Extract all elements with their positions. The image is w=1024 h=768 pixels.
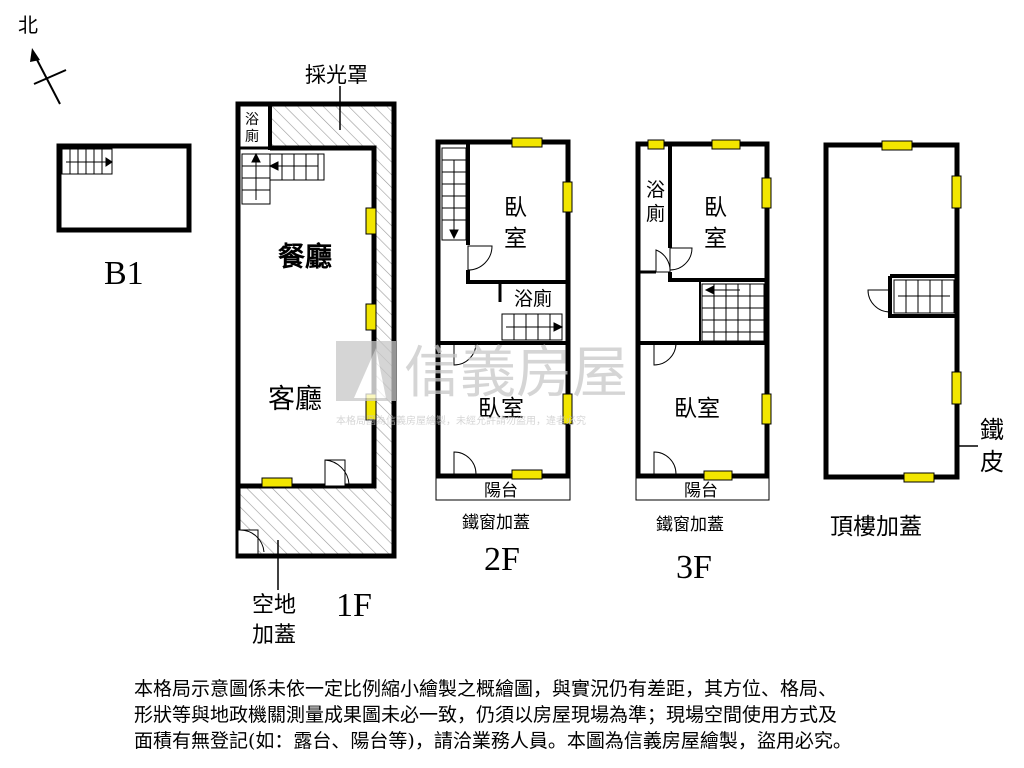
roof-window-2 <box>951 175 962 209</box>
2f-door-1 <box>467 245 493 271</box>
roof-window-4 <box>903 472 935 483</box>
roof-staircase <box>893 279 955 314</box>
2f-balcony-label: 陽台 <box>484 481 518 501</box>
roof-door <box>867 289 891 313</box>
brand-logo-icon <box>336 341 396 401</box>
b1-outer-wall <box>56 143 192 233</box>
2f-window-1 <box>511 137 543 148</box>
3f-window-3 <box>761 177 772 209</box>
1f-staircase <box>241 152 325 205</box>
2f-door-3 <box>453 451 477 475</box>
2f-staircase <box>441 147 564 341</box>
1f-skylight-label: 採光罩 <box>305 63 368 87</box>
3f-door-3 <box>653 342 677 366</box>
3f-window-1 <box>647 139 665 150</box>
roof-iron-label-top: 鐵 <box>980 416 1004 444</box>
roof-floor-label: 頂樓加蓋 <box>830 514 922 540</box>
3f-staircase <box>701 283 765 342</box>
1f-bath-label-bottom: 廁 <box>245 128 259 145</box>
2f-door-2 <box>453 342 477 366</box>
2f-balcony <box>435 475 571 501</box>
3f-window-note: 鐵窗加蓋 <box>656 515 724 535</box>
1f-door-1 <box>324 459 350 487</box>
north-arrowhead-icon <box>30 48 40 62</box>
watermark-note: 本格局圖為信義房屋繪製，未經允許請勿盜用，違者必究 <box>336 414 586 427</box>
north-compass: 北 <box>18 13 67 105</box>
1f-dining-label: 餐廳 <box>278 241 332 273</box>
3f-window-2 <box>711 139 741 150</box>
1f-hatched-extension <box>240 104 394 556</box>
3f-window-4 <box>761 393 772 425</box>
2f-bedroom2-label: 臥室 <box>478 396 524 422</box>
2f-window-note: 鐵窗加蓋 <box>462 513 530 533</box>
1f-bath-label-top: 浴 <box>245 112 259 128</box>
3f-bath-label-bottom: 廁 <box>646 202 665 225</box>
2f-bath-label: 浴廁 <box>514 287 552 310</box>
north-label: 北 <box>18 13 38 37</box>
floor-b1: B1 <box>56 143 192 292</box>
floor-3f: 浴 廁 臥 室 臥室 陽台 鐵窗加蓋 3F <box>635 139 772 586</box>
roof-iron-label-bottom: 皮 <box>980 448 1004 476</box>
1f-window-4 <box>261 477 293 488</box>
3f-bedroom2-label: 臥室 <box>674 396 720 422</box>
b1-staircase <box>61 148 113 175</box>
watermark: 信義房屋 本格局圖為信義房屋繪製，未經允許請勿盜用，違者必究 <box>336 341 628 427</box>
2f-window-3 <box>562 393 573 425</box>
1f-inner-wall <box>240 145 377 489</box>
floor-roof: 鐵 皮 頂樓加蓋 <box>823 140 1004 540</box>
disclaimer-line-2: 形狀等與地政機關測量成果圖未必一致，仍須以房屋現場為準；現場空間使用方式及 <box>134 704 838 726</box>
3f-bath-label-top: 浴 <box>646 179 665 201</box>
watermark-brand: 信義房屋 <box>404 341 628 406</box>
3f-balcony <box>635 475 770 501</box>
floor-1f: 採光罩 浴 廁 餐廳 客廳 空地 加蓋 1F <box>235 63 397 648</box>
roof-window-1 <box>881 140 913 151</box>
2f-window-2 <box>562 181 573 213</box>
3f-bedroom1-label-bottom: 室 <box>704 226 727 252</box>
disclaimer-line-3: 面積有無登記(如：露台、陽台等)，請洽業務人員。本圖為信義房屋繪製，盜用必究。 <box>134 730 852 752</box>
3f-window-5 <box>703 470 733 481</box>
1f-window-1 <box>365 207 377 235</box>
2f-floor-label: 2F <box>484 541 520 578</box>
1f-living-label: 客廳 <box>268 384 322 415</box>
1f-yard-label-1: 空地 <box>252 593 296 618</box>
3f-floor-label: 3F <box>676 549 712 586</box>
1f-yard-label-2: 加蓋 <box>252 623 296 648</box>
3f-door-2 <box>669 247 693 271</box>
2f-bedroom1-label-top: 臥 <box>504 195 527 221</box>
b1-floor-label: B1 <box>104 255 144 292</box>
1f-window-2 <box>365 303 377 331</box>
3f-bedroom1-label-top: 臥 <box>704 195 727 221</box>
3f-balcony-label: 陽台 <box>684 481 718 501</box>
1f-floor-label: 1F <box>336 587 372 624</box>
floor-2f: 臥 室 浴廁 臥室 陽台 鐵窗加蓋 2F <box>435 137 573 578</box>
roof-window-3 <box>951 371 962 405</box>
3f-door-4 <box>653 451 677 475</box>
2f-window-4 <box>511 469 543 480</box>
disclaimer-text: 本格局示意圖係未依一定比例縮小繪製之概繪圖，與實況仍有差距，其方位、格局、 形狀… <box>134 676 994 754</box>
2f-bedroom1-label-bottom: 室 <box>504 226 527 252</box>
1f-outer-wall <box>235 101 397 559</box>
3f-door-1 <box>655 249 671 273</box>
1f-door-2 <box>237 529 265 555</box>
disclaimer-line-1: 本格局示意圖係未依一定比例縮小繪製之概繪圖，與實況仍有差距，其方位、格局、 <box>134 678 838 700</box>
